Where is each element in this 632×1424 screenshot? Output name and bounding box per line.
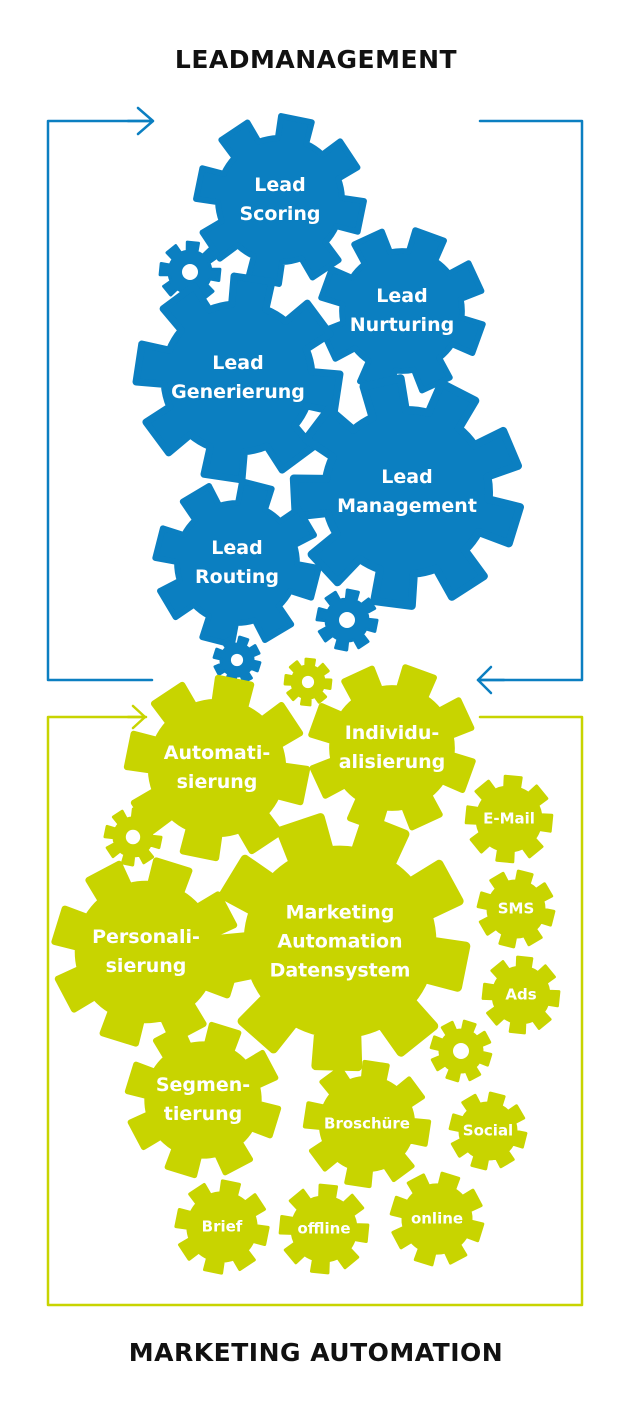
gear-online: online <box>389 1171 485 1267</box>
automation-cycle-frame <box>46 704 584 1307</box>
gear-individualisierung-label-line-2: alisierung <box>339 751 446 773</box>
gears-layer: LeadScoringLeadNurturingLeadGenerierungL… <box>51 113 561 1275</box>
gear-email-shape <box>464 774 554 864</box>
gear-lead-management-label-line-2: Management <box>337 495 477 517</box>
gear-email: E-Mail <box>464 774 554 864</box>
small-cog-icon-3-hole <box>230 653 244 667</box>
gear-segmentierung: Segmen-tierung <box>124 1021 282 1179</box>
gear-online-shape <box>389 1171 485 1267</box>
lead-cycle-frame <box>46 106 584 695</box>
gear-brief-shape <box>174 1179 270 1275</box>
gear-offline: offline <box>278 1183 370 1275</box>
gear-offline-shape <box>278 1183 370 1275</box>
gear-marketing-automation-label-line-1: Marketing <box>286 902 395 924</box>
gear-ads-label-line-1: Ads <box>505 986 536 1004</box>
gear-lead-generierung-label-line-2: Generierung <box>171 381 305 403</box>
gear-sms-shape <box>476 869 556 949</box>
leadmanagement-title: LEADMANAGEMENT <box>174 45 458 74</box>
gear-sms-label-line-1: SMS <box>498 900 535 918</box>
gear-social: Social <box>448 1091 528 1171</box>
gear-online-label-line-1: online <box>411 1210 463 1228</box>
blue-frame-left-line <box>46 119 154 682</box>
gear-personalisierung: Personali-sierung <box>51 857 241 1047</box>
gear-social-shape <box>448 1091 528 1171</box>
gear-individualisierung-label-line-1: Individu- <box>345 722 440 744</box>
gear-lead-nurturing-label-line-1: Lead <box>376 285 427 307</box>
small-cog-icon-1-hole <box>182 264 198 280</box>
gear-lead-scoring-label-line-2: Scoring <box>239 203 320 225</box>
gear-lead-management-shape <box>289 374 524 610</box>
gear-individualisierung-shape <box>308 664 476 832</box>
gear-lead-routing-label-line-2: Routing <box>195 566 279 588</box>
blue-frame-right-line <box>476 119 584 682</box>
gear-sms: SMS <box>476 869 556 949</box>
gear-marketing-automation-label-line-3: Datensystem <box>270 960 411 982</box>
gear-lead-nurturing-shape <box>318 227 486 395</box>
small-cog-icon-5 <box>103 807 163 867</box>
blue-arrow-bottom-left-icon <box>476 665 506 695</box>
green-arrow-right-icon <box>126 704 147 730</box>
blue-arrow-top-right-icon <box>126 106 155 136</box>
gear-brief: Brief <box>174 1179 270 1275</box>
small-cog-icon-3 <box>212 635 262 685</box>
gear-ads: Ads <box>481 955 561 1035</box>
small-cog-icon-2 <box>315 588 379 652</box>
gear-segmentierung-shape <box>124 1021 282 1179</box>
small-cog-icon-6-hole <box>453 1043 469 1059</box>
small-cog-icon-2-hole <box>339 612 355 628</box>
gear-broschuere-shape <box>302 1059 432 1189</box>
gear-lead-routing-shape <box>152 478 322 648</box>
small-cog-icon-5-hole <box>125 829 141 845</box>
gear-automatisierung-label-line-2: sierung <box>177 771 258 793</box>
green-frame-line <box>46 715 584 1307</box>
gear-marketing-automation-shape <box>209 813 471 1072</box>
gear-lead-nurturing-label-line-2: Nurturing <box>350 314 454 336</box>
gear-social-label-line-1: Social <box>463 1122 513 1140</box>
gear-lead-scoring-shape <box>193 113 367 287</box>
gear-broschuere-label-line-1: Broschüre <box>324 1115 410 1133</box>
gear-email-label-line-1: E-Mail <box>483 810 535 828</box>
gear-offline-label-line-1: offline <box>297 1220 350 1238</box>
gear-individualisierung: Individu-alisierung <box>308 664 476 832</box>
gear-personalisierung-label-line-2: sierung <box>106 955 187 977</box>
gear-lead-generierung-shape <box>132 272 344 484</box>
gear-lead-scoring-label-line-1: Lead <box>254 174 305 196</box>
gear-automatisierung-shape <box>123 674 311 862</box>
gear-marketing-automation-label-line-2: Automation <box>277 931 402 953</box>
marketing-automation-title: MARKETING AUTOMATION <box>128 1338 504 1367</box>
gear-automatisierung: Automati-sierung <box>123 674 311 862</box>
gear-lead-routing-label-line-1: Lead <box>211 537 262 559</box>
gear-lead-generierung-label-line-1: Lead <box>212 352 263 374</box>
gear-brief-label-line-1: Brief <box>202 1218 243 1236</box>
gear-lead-management-label-line-1: Lead <box>381 466 432 488</box>
small-cog-icon-4-hole <box>301 675 315 689</box>
gear-personalisierung-shape <box>51 857 241 1047</box>
gear-personalisierung-label-line-1: Personali- <box>92 926 200 948</box>
gear-automatisierung-label-line-1: Automati- <box>164 742 270 764</box>
gear-ads-shape <box>481 955 561 1035</box>
gear-segmentierung-label-line-2: tierung <box>164 1103 243 1125</box>
small-cog-icon-4 <box>283 657 333 707</box>
gear-segmentierung-label-line-1: Segmen- <box>156 1074 250 1096</box>
small-cog-icon-6 <box>429 1019 493 1083</box>
gear-broschuere: Broschüre <box>302 1059 432 1189</box>
